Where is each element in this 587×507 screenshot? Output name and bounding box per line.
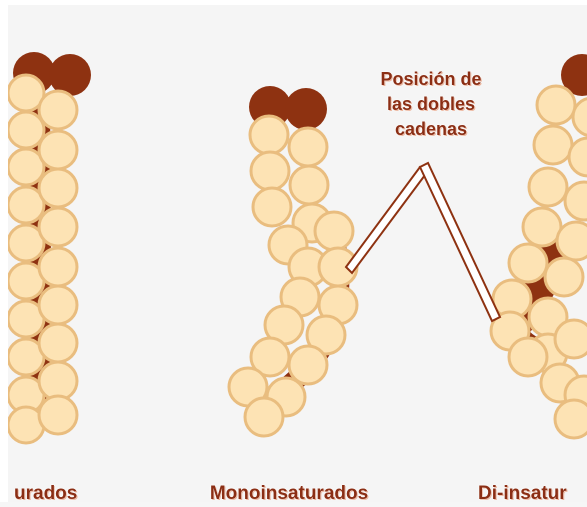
carbon-bead [39, 324, 77, 362]
carbon-bead [557, 222, 587, 260]
double-bond-annotation: Posición de las dobles cadenas [361, 67, 501, 142]
carbon-bead [253, 188, 291, 226]
carbon-bead [555, 320, 587, 358]
carbon-bead [534, 126, 572, 164]
carbon-bead [315, 212, 353, 250]
carbon-bead [509, 244, 547, 282]
carbon-bead [250, 116, 288, 154]
carbon-bead [39, 91, 77, 129]
carbon-bead [523, 208, 561, 246]
carbon-bead [39, 362, 77, 400]
head-group-lobe [285, 88, 327, 130]
annotation-line-1: Posición de [361, 67, 501, 92]
carbon-bead [245, 398, 283, 436]
carbon-bead [39, 169, 77, 207]
carbon-bead [39, 396, 77, 434]
diunsaturated-molecule [491, 54, 587, 438]
carbon-bead [39, 248, 77, 286]
carbon-bead [537, 86, 575, 124]
annotation-line-2: las dobles [361, 92, 501, 117]
annotation-pointer-lines [346, 163, 500, 321]
carbon-bead [290, 166, 328, 204]
carbon-bead [39, 286, 77, 324]
carbon-bead [39, 208, 77, 246]
carbon-bead [289, 128, 327, 166]
carbon-bead [8, 112, 44, 148]
carbon-bead [289, 346, 327, 384]
annotation-line-3: cadenas [361, 117, 501, 142]
carbon-bead [39, 131, 77, 169]
carbon-bead [545, 258, 583, 296]
pointer-line-to-di [420, 163, 500, 321]
carbon-bead [555, 400, 587, 438]
monounsaturated-molecule [229, 86, 357, 436]
carbon-bead [529, 168, 567, 206]
pointer-line-to-mono [346, 167, 428, 273]
saturated-molecule [8, 52, 91, 443]
carbon-bead [509, 338, 547, 376]
carbon-bead [251, 152, 289, 190]
